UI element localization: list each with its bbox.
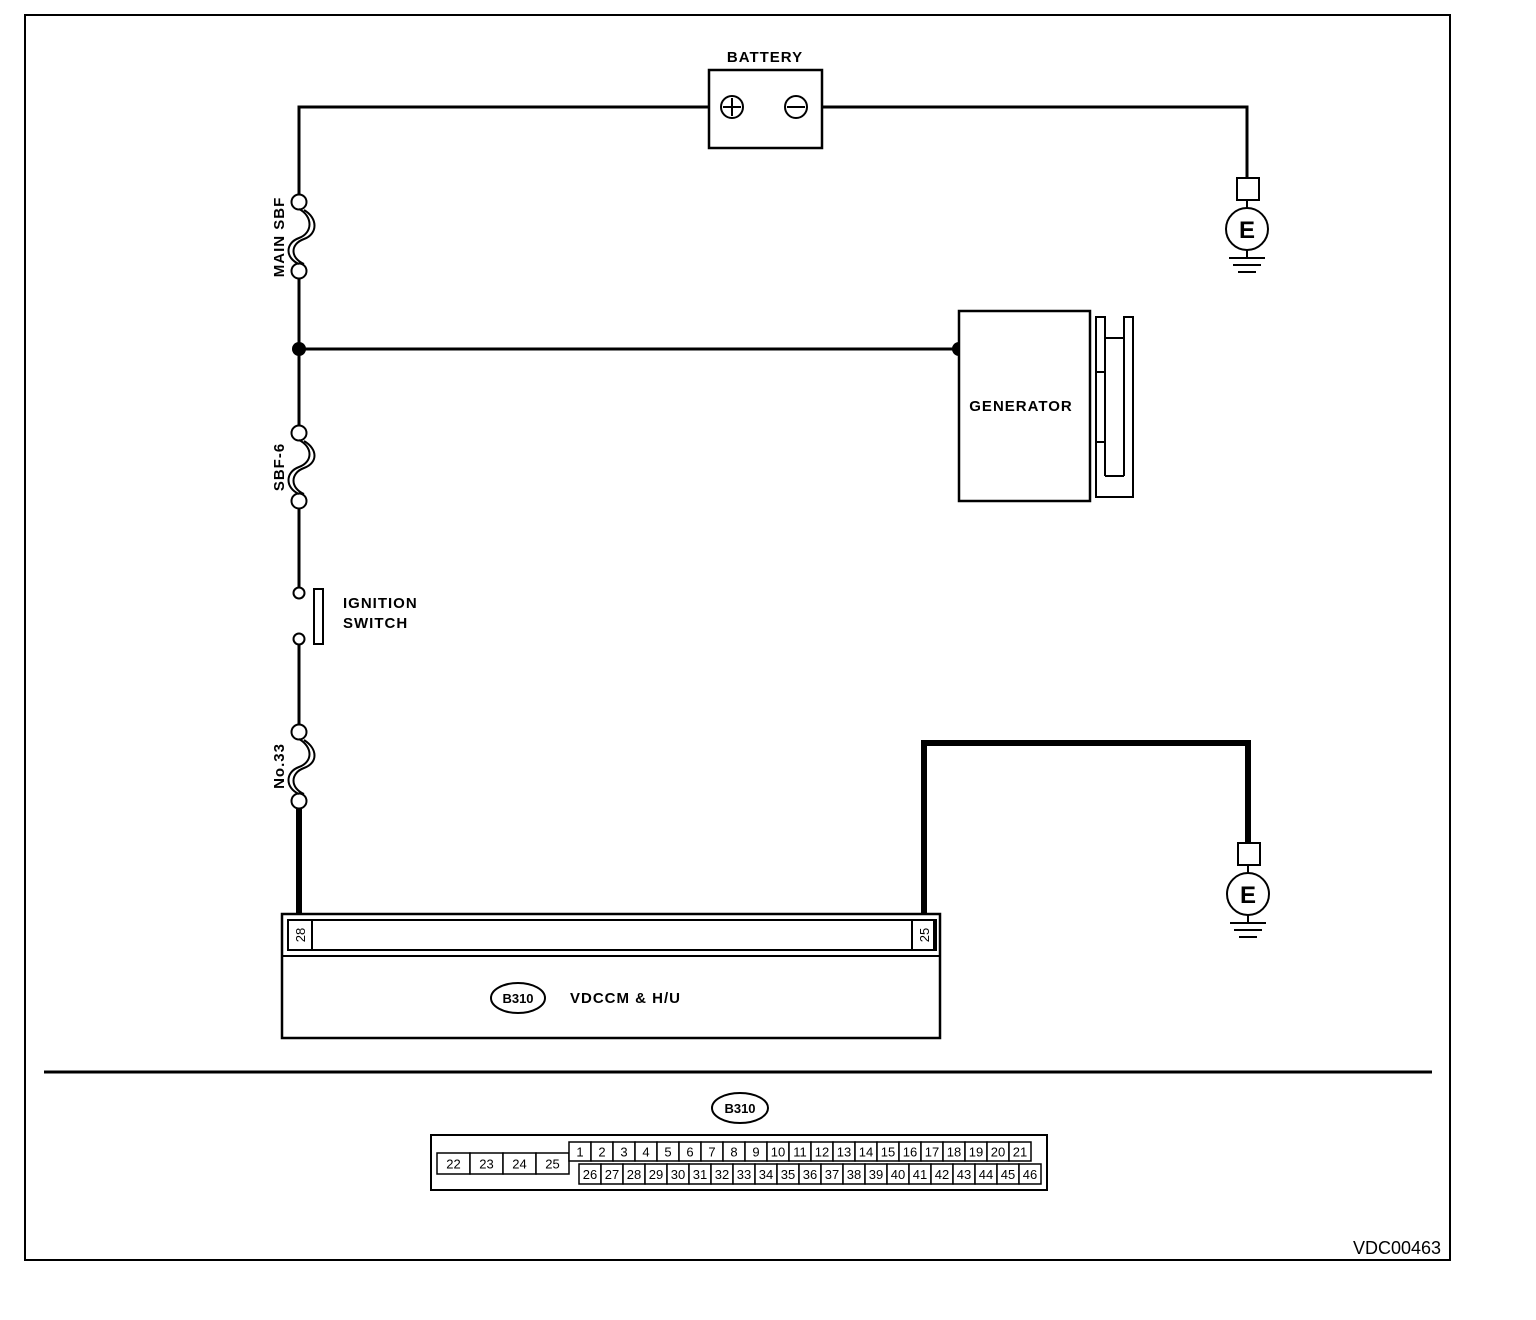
ground-label-bottom: E (1240, 882, 1256, 909)
battery-positive-terminal (720, 95, 744, 119)
outer-frame (24, 14, 1451, 1261)
connector-pin-number: 32 (715, 1167, 729, 1182)
no33-label: No.33 (271, 743, 288, 789)
connector-pin-number: 25 (545, 1157, 559, 1172)
connector-pin-number: 44 (979, 1167, 993, 1182)
connector-pin-number: 30 (671, 1167, 685, 1182)
connector-pin-number: 15 (881, 1145, 895, 1160)
battery: BATTERY (707, 49, 824, 150)
connector-title-badge (711, 1092, 769, 1124)
connector-pin-number: 33 (737, 1167, 751, 1182)
connector-pin-number: 42 (935, 1167, 949, 1182)
module-name: VDCCM & H/U (570, 990, 681, 1007)
ignition-switch: IGNITION SWITCH (292, 586, 418, 646)
connector-pin-number: 9 (752, 1145, 759, 1160)
ground-label-top: E (1239, 217, 1255, 244)
connector-pin-number: 16 (903, 1145, 917, 1160)
wire-battery-positive (297, 105, 709, 195)
connector-pin-number: 39 (869, 1167, 883, 1182)
battery-label: BATTERY (727, 49, 803, 66)
connector-pin-cell (1008, 1141, 1032, 1162)
connector-pin-number: 28 (627, 1167, 641, 1182)
connector-pin-number: 21 (1013, 1145, 1027, 1160)
connector-pin-number: 22 (446, 1157, 460, 1172)
figure-code: VDC00463 (1353, 1238, 1441, 1258)
ground-symbol-top: E (1225, 177, 1269, 273)
battery-negative-terminal (784, 95, 808, 119)
connector-pin-number: 31 (693, 1167, 707, 1182)
connector-pin-number: 4 (642, 1145, 649, 1160)
connector-pin-number: 1 (576, 1145, 583, 1160)
connector-pin-number: 23 (479, 1157, 493, 1172)
connector-pin-number: 8 (730, 1145, 737, 1160)
connector-pin-number: 27 (605, 1167, 619, 1182)
connector-title: B310 (724, 1101, 755, 1116)
ground-symbol-bottom: E (1226, 842, 1270, 938)
connector-pin-number: 18 (947, 1145, 961, 1160)
connector-pin-number: 24 (512, 1157, 526, 1172)
connector-pin-number: 36 (803, 1167, 817, 1182)
connector-pin-number: 41 (913, 1167, 927, 1182)
module-connector-badge (490, 982, 546, 1014)
connector-pin-number: 26 (583, 1167, 597, 1182)
vdccm-module: 28 25 B310 VDCCM & H/U (280, 912, 942, 1040)
connector-pin-number: 34 (759, 1167, 773, 1182)
generator-pulley (1095, 316, 1134, 498)
connector-pin-number: 46 (1023, 1167, 1037, 1182)
connector-pin-number: 13 (837, 1145, 851, 1160)
sbf6-fuse: SBF-6 (271, 424, 316, 510)
connector-pin-number: 6 (686, 1145, 693, 1160)
generator: GENERATOR (957, 309, 1134, 503)
connector-pin-number: 3 (620, 1145, 627, 1160)
connector-pin-number: 10 (771, 1145, 785, 1160)
pin-28-label: 28 (293, 928, 308, 942)
connector-pin-number: 20 (991, 1145, 1005, 1160)
ignition-label-line2: SWITCH (343, 615, 408, 632)
connector-pin-number: 35 (781, 1167, 795, 1182)
connector-pin-cell (535, 1152, 570, 1175)
connector-pin-number: 11 (793, 1145, 807, 1160)
main-sbf-label: MAIN SBF (271, 197, 288, 278)
wire-pin25-to-ground (921, 740, 1251, 914)
wire-battery-negative (822, 105, 1249, 178)
connector-pin-number: 19 (969, 1145, 983, 1160)
pin-25-label: 25 (917, 928, 932, 942)
ignition-label-line1: IGNITION (343, 595, 418, 612)
connector-pin-cell (1018, 1163, 1042, 1185)
connector-pin-number: 37 (825, 1167, 839, 1182)
connector-pin-number: 5 (664, 1145, 671, 1160)
connector-pin-number: 40 (891, 1167, 905, 1182)
main-sbf-fuse: MAIN SBF (271, 193, 316, 280)
sbf6-label: SBF-6 (271, 443, 288, 491)
connector-pin-number: 17 (925, 1145, 939, 1160)
connector-outline (430, 1134, 1048, 1191)
connector-pin-number: 7 (708, 1145, 715, 1160)
connector-pin-number: 45 (1001, 1167, 1015, 1182)
generator-label: GENERATOR (969, 398, 1072, 415)
connector-pin-number: 38 (847, 1167, 861, 1182)
connector-pin-number: 12 (815, 1145, 829, 1160)
connector-pin-number: 43 (957, 1167, 971, 1182)
connector-pin-number: 2 (598, 1145, 605, 1160)
no33-fuse: No.33 (271, 723, 316, 810)
connector-pin-number: 14 (859, 1145, 873, 1160)
connector-pin-number: 29 (649, 1167, 663, 1182)
module-connector-label: B310 (502, 991, 533, 1006)
